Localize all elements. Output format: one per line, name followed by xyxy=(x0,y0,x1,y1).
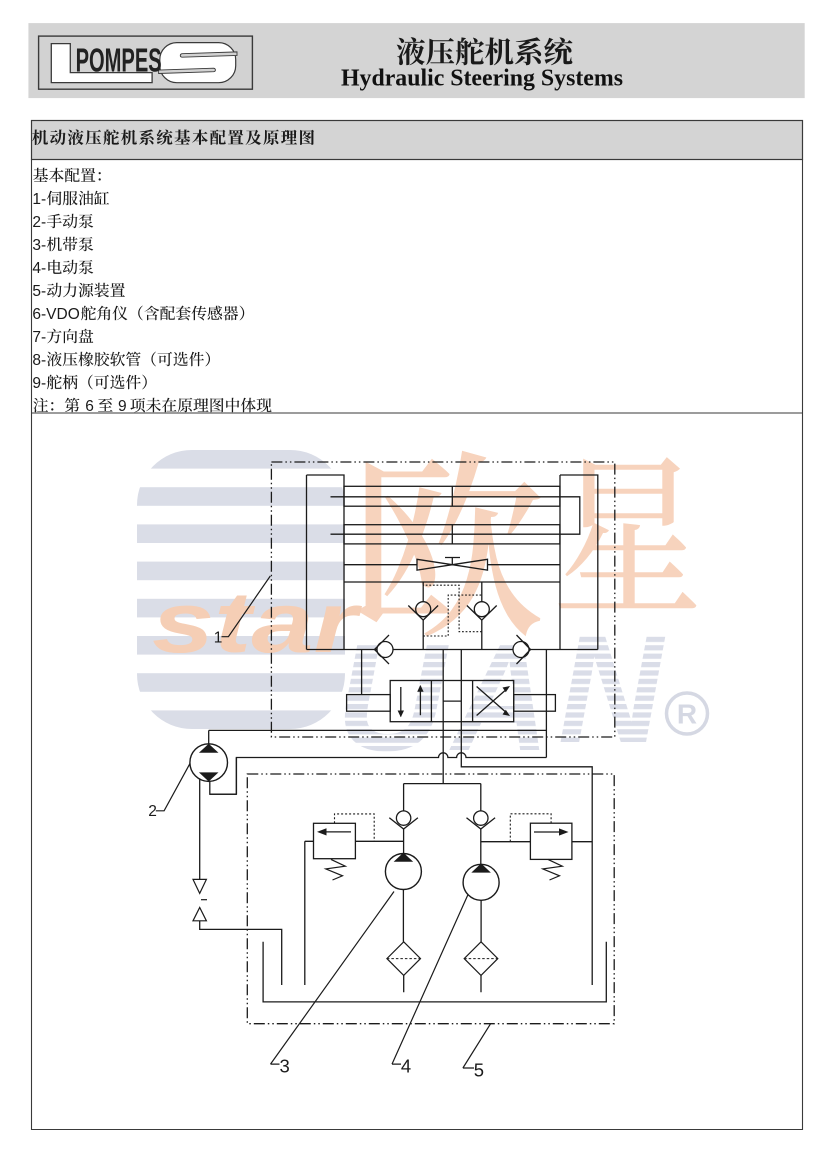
svg-text:3: 3 xyxy=(280,1056,290,1077)
svg-text:R: R xyxy=(677,699,697,730)
svg-text:Hydraulic Steering Systems: Hydraulic Steering Systems xyxy=(341,66,623,92)
svg-text:2-: 2- xyxy=(32,214,46,231)
svg-text:6: 6 xyxy=(85,398,94,415)
svg-text:1: 1 xyxy=(214,629,223,646)
svg-text:2: 2 xyxy=(148,803,157,820)
svg-text:3-: 3- xyxy=(32,237,46,254)
svg-text:4-: 4- xyxy=(32,260,46,277)
svg-text:1-: 1- xyxy=(32,191,46,208)
svg-text:5: 5 xyxy=(474,1060,484,1081)
svg-text:9: 9 xyxy=(118,398,127,415)
svg-text:star: star xyxy=(152,575,363,671)
svg-text:POMPES: POMPES xyxy=(76,41,162,78)
svg-text:6-VDO: 6-VDO xyxy=(32,306,79,323)
svg-text:N: N xyxy=(558,602,666,775)
svg-text:9-: 9- xyxy=(32,375,46,392)
svg-text:4: 4 xyxy=(401,1056,411,1077)
svg-text:7-: 7- xyxy=(32,329,46,346)
svg-text:5-: 5- xyxy=(32,283,46,300)
svg-text:8-: 8- xyxy=(32,352,46,369)
